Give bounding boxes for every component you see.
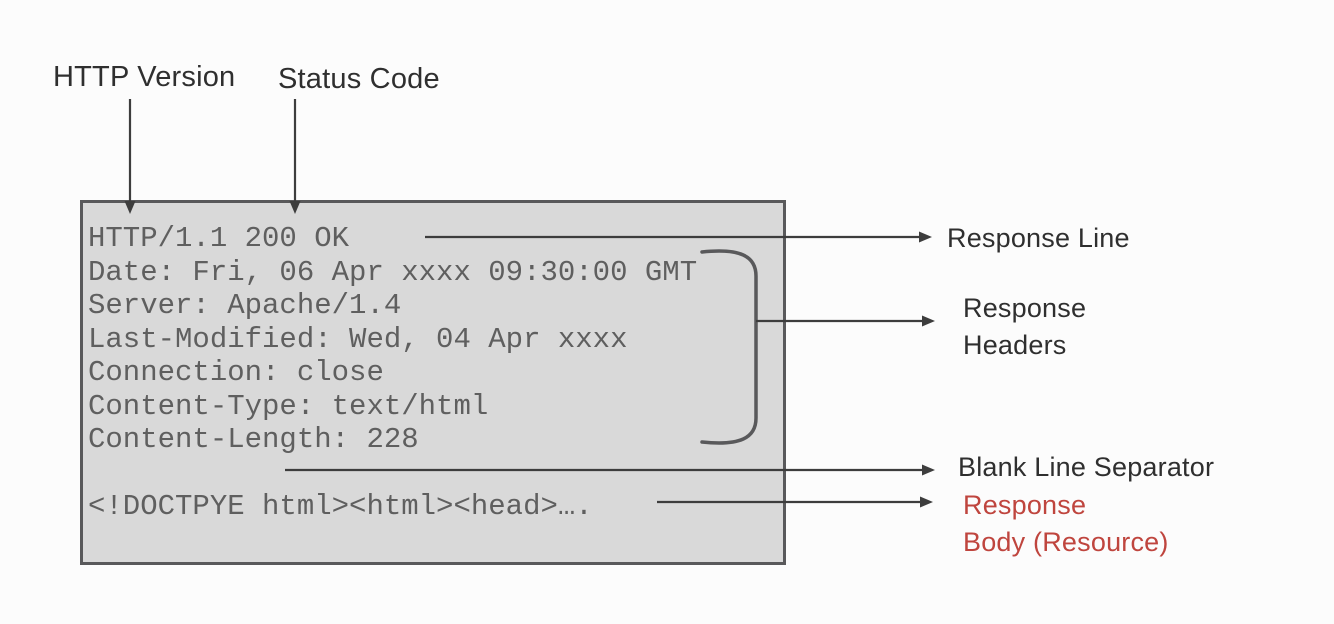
status-code-label: Status Code bbox=[278, 63, 440, 95]
response-body-text: <!DOCTPYE html><html><head>…. bbox=[88, 490, 593, 523]
http-version-arrow bbox=[124, 99, 136, 214]
response-body-label: Response Body (Resource) bbox=[963, 487, 1169, 560]
status-code-arrow bbox=[289, 99, 301, 214]
http-version-label: HTTP Version bbox=[53, 61, 236, 93]
header-line-date: Date: Fri, 06 Apr xxxx 09:30:00 GMT bbox=[88, 255, 698, 289]
response-headers-label: Response Headers bbox=[963, 290, 1086, 363]
response-headers-label-line1: Response bbox=[963, 293, 1087, 323]
response-line-label: Response Line bbox=[947, 223, 1130, 253]
response-status-line: HTTP/1.1 200 OK bbox=[88, 222, 350, 255]
blank-line bbox=[88, 457, 783, 491]
header-line-content-length: Content-Length: 228 bbox=[88, 423, 419, 456]
response-headers-label-line2: Headers bbox=[963, 329, 1067, 360]
header-line-content-type: Content-Type: text/html bbox=[88, 389, 489, 423]
response-box: HTTP/1.1 200 OK Date: Fri, 06 Apr xxxx 0… bbox=[80, 200, 786, 565]
blank-line-separator-label: Blank Line Separator bbox=[958, 452, 1215, 482]
header-line-last-modified: Last-Modified: Wed, 04 Apr xxxx bbox=[88, 322, 628, 356]
response-body-label-line1: Response bbox=[963, 490, 1087, 520]
header-line-connection: Connection: close bbox=[88, 356, 384, 389]
header-line-server: Server: Apache/1.4 bbox=[88, 289, 402, 322]
response-body-label-line2: Body (Resource) bbox=[963, 526, 1169, 557]
